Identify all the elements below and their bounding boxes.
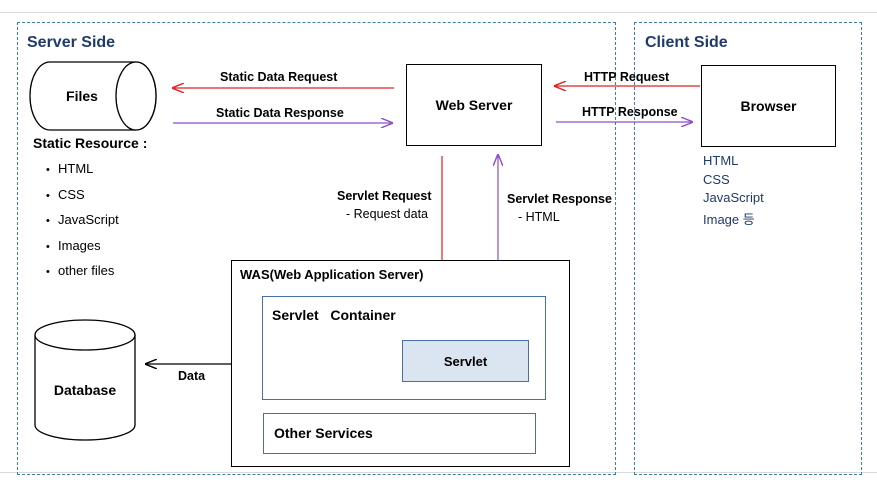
bottom-rule bbox=[0, 472, 877, 473]
static-response-label: Static Data Response bbox=[216, 106, 344, 120]
browser-label: Browser bbox=[740, 98, 797, 114]
other-services-box: Other Services bbox=[263, 413, 536, 454]
list-item: HTML bbox=[703, 153, 739, 168]
list-item: JavaScript bbox=[46, 207, 119, 233]
list-item: CSS bbox=[703, 171, 730, 187]
data-label: Data bbox=[178, 369, 206, 383]
static-resource-list: HTML CSS JavaScript Images other files bbox=[46, 156, 119, 284]
files-label: Files bbox=[66, 88, 98, 104]
servlet-label: Servlet bbox=[443, 353, 488, 369]
client-resource-list: HTML CSS JavaScript Image 등 bbox=[703, 152, 764, 229]
static-request-label: Static Data Request bbox=[220, 70, 338, 84]
client-side-region bbox=[634, 22, 862, 475]
servlet-request-label: Servlet Request bbox=[337, 189, 432, 203]
list-item: Images bbox=[46, 233, 119, 259]
files-cylinder bbox=[29, 61, 157, 131]
list-item: other files bbox=[46, 258, 119, 284]
http-response-label: HTTP Response bbox=[582, 105, 678, 119]
static-resource-title: Static Resource : bbox=[33, 135, 148, 151]
other-services-label: Other Services bbox=[274, 425, 373, 441]
http-request-label: HTTP Request bbox=[584, 70, 670, 84]
database-label: Database bbox=[53, 382, 117, 398]
web-server-label: Web Server bbox=[435, 97, 513, 113]
servlet-container-title: Servlet Container bbox=[272, 307, 396, 323]
list-item: HTML bbox=[46, 156, 119, 182]
server-side-region bbox=[17, 22, 616, 475]
web-server-box: Web Server bbox=[406, 64, 542, 146]
was-title: WAS(Web Application Server) bbox=[240, 267, 424, 282]
servlet-request-sublabel: - Request data bbox=[346, 207, 428, 221]
list-item: CSS bbox=[46, 182, 119, 208]
list-item: Image 등 bbox=[703, 211, 755, 227]
browser-box: Browser bbox=[701, 65, 836, 147]
servlet-response-sublabel: - HTML bbox=[518, 210, 560, 224]
server-side-title: Server Side bbox=[27, 34, 116, 51]
database-cylinder bbox=[34, 319, 136, 441]
servlet-box: Servlet bbox=[402, 340, 529, 382]
list-item: JavaScript bbox=[703, 190, 764, 205]
client-side-title: Client Side bbox=[645, 34, 728, 51]
top-rule bbox=[0, 12, 877, 13]
servlet-response-label: Servlet Response bbox=[507, 192, 612, 206]
